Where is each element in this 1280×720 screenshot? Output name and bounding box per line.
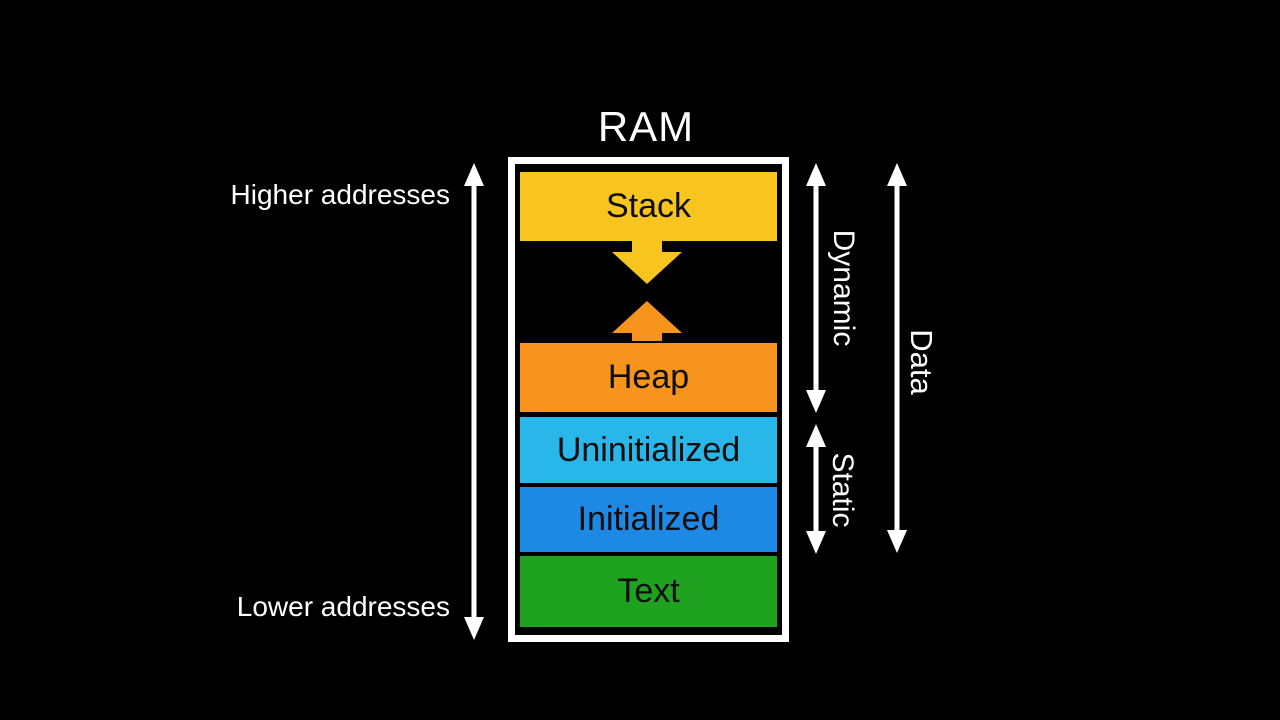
segment-initialized: Initialized <box>518 485 779 554</box>
stack-grows-down-arrow-icon <box>612 241 682 284</box>
arrow-down-head <box>806 390 826 413</box>
arrow-up-head <box>464 163 484 186</box>
static-label: Static <box>826 452 859 528</box>
heap-grows-up-arrow-icon <box>612 301 682 345</box>
segment-heap: Heap <box>518 341 779 414</box>
segment-text-label: Text <box>617 572 680 610</box>
arrow-shaft <box>894 181 900 535</box>
arrow-down-head <box>464 617 484 640</box>
dynamic-range-arrow-icon <box>806 163 826 413</box>
segment-stack-label: Stack <box>605 187 692 225</box>
growth-arrows <box>612 241 682 345</box>
segment-uninitialized-label: Uninitialized <box>556 430 741 469</box>
data-range-arrow-icon <box>887 163 907 553</box>
arrow-up-head <box>806 424 826 447</box>
arrow-shaft <box>813 181 819 395</box>
segment-stack: Stack <box>518 170 779 243</box>
address-direction-arrow-icon <box>464 163 484 640</box>
segment-heap-label: Heap <box>607 358 690 396</box>
ram-box: Stack Heap Uninitialized Initialized Tex… <box>508 157 789 642</box>
diagram-title: RAM <box>597 103 695 150</box>
segment-uninitialized: Uninitialized <box>518 415 779 485</box>
arrow-shaft <box>471 181 477 622</box>
lower-addresses-label: Lower addresses <box>236 591 450 622</box>
arrow-shaft <box>813 442 819 536</box>
segment-initialized-label: Initialized <box>577 500 720 538</box>
data-label: Data <box>904 329 939 395</box>
arrow-up-head <box>806 163 826 186</box>
static-range-arrow-icon <box>806 424 826 554</box>
higher-addresses-label: Higher addresses <box>230 179 450 210</box>
segment-text: Text <box>518 554 779 629</box>
arrow-down-head <box>806 531 826 554</box>
dynamic-label: Dynamic <box>827 229 860 347</box>
arrow-down-head <box>887 530 907 553</box>
arrow-up-head <box>887 163 907 186</box>
